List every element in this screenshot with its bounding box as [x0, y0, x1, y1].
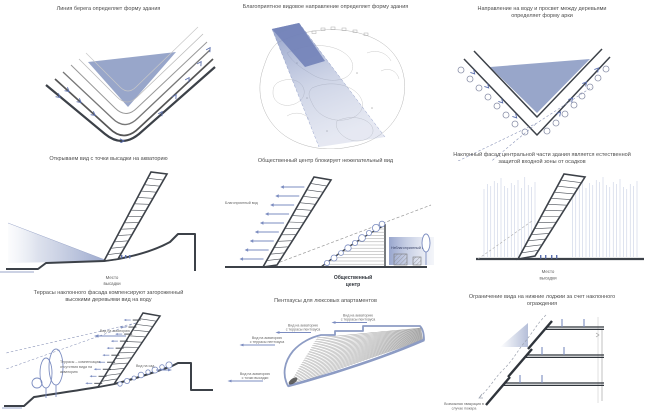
public-centre-diagram: Неблагоприятный вид Благоприятный вид Об… — [225, 176, 434, 288]
evacuation-path — [479, 314, 547, 398]
water-view-label: Вид на акваторию — [100, 329, 130, 333]
existing-building — [393, 254, 408, 266]
people — [540, 254, 558, 259]
landing-label: высадки — [539, 275, 557, 280]
loggias-diagram: Возможная эвакуация в случае пожара — [444, 314, 604, 410]
building-footprint — [88, 52, 176, 108]
tall-trees — [31, 348, 64, 398]
panel-penthouses: Пентхаусы для люксовых апартаментов Вид … — [217, 290, 434, 412]
panel-title: Благоприятное видовое направление опреде… — [242, 4, 409, 10]
reference-tick — [595, 332, 600, 338]
floor-plates — [287, 328, 424, 387]
terrace-note: Террасы – компенсация — [60, 360, 100, 364]
penthouses-diagram: Вид на акваторию с террасы пентхауса Вид… — [227, 314, 425, 388]
landing-label: Место — [106, 275, 119, 280]
panel-public-centre: Общественный центр блокирует нежелательн… — [217, 152, 434, 295]
blocked-sightline — [274, 205, 432, 265]
panel-title: Линия берега определяет форму здания — [56, 6, 161, 12]
panel-rain-protection: Наклонный фасад центральной части здания… — [434, 146, 650, 289]
garden-view-arrowhead — [168, 368, 172, 372]
water-sightlines — [457, 86, 593, 161]
garden-view-label: Вид на сад — [136, 364, 155, 368]
panel-landing-view: Открываем вид с точки высадки на акватор… — [0, 152, 217, 293]
leader-2: Вид на акваторию с террасы пентхауса — [275, 324, 321, 335]
people — [121, 255, 131, 259]
view-origin-wedge — [272, 23, 325, 68]
penthouse-view-label: с террасы пентхауса — [250, 340, 285, 344]
balustrade-posts — [519, 318, 585, 383]
leader-4: Вид на акваторию с точки высадки — [227, 372, 270, 383]
arch-direction-arrows — [470, 67, 600, 119]
terrace-steps — [85, 318, 141, 385]
tower-floors — [521, 179, 582, 254]
terrace-note: акваторию — [60, 370, 78, 374]
panel-title: Общественный центр блокирует нежелательн… — [257, 158, 394, 164]
panel-title: Открываем вид с точки высадки на акватор… — [49, 156, 168, 162]
tree-row — [457, 65, 610, 136]
arch-fill — [490, 58, 590, 113]
entrance-mark — [288, 377, 298, 385]
shore-direction-arrows — [55, 47, 211, 144]
panel-title: Направление на воду и просвет между дере… — [477, 6, 607, 20]
penthouse-view-label: Вид на акваторию — [288, 324, 318, 328]
slope-bushes — [324, 221, 386, 267]
arch-diagram — [457, 48, 611, 161]
terrace-note: отсутствия вида на — [60, 365, 92, 369]
rain-lines — [483, 176, 638, 257]
panel-loggias: Ограничение вида на нижние лоджии за сче… — [434, 288, 650, 412]
panel-arch: Направление на воду и просвет между дере… — [434, 0, 650, 161]
building-footprints — [311, 27, 369, 37]
panel-view-direction: Благоприятное видовое направление опреде… — [217, 0, 434, 150]
tree — [421, 233, 431, 253]
penthouse-view-label: Вид на акваторию — [343, 314, 373, 318]
favorable-view-label: Благоприятный вид — [225, 201, 259, 205]
existing-building — [412, 257, 422, 266]
tower-floors — [101, 318, 157, 382]
terrace-sightlines — [5, 322, 137, 370]
site-plan-diagram — [259, 23, 405, 150]
landing-label: высадки — [103, 281, 121, 286]
garden-bushes — [117, 361, 173, 387]
shelter-sightline — [477, 220, 533, 260]
tower — [96, 312, 162, 388]
panel-title: Террасы наклонного фасада компенсируют з… — [33, 290, 184, 304]
landing-label: Место — [542, 269, 555, 274]
panel-title: Пентхаусы для люксовых апартаментов — [274, 298, 377, 304]
arch-arms — [463, 48, 611, 136]
penthouse-view-label: с террасы пентхауса — [286, 328, 321, 332]
landing-view-label: с точки высадки — [242, 376, 269, 380]
view-cone-edge — [7, 223, 109, 262]
tower-floors — [107, 178, 164, 256]
penthouse-view-label: Вид на акваторию — [252, 336, 282, 340]
panel-title: Ограничение вида на нижние лоджии за сче… — [468, 294, 616, 308]
evacuation-label: случае пожара — [452, 406, 477, 410]
evacuation-arrowhead — [478, 393, 483, 399]
shoreline-diagram — [45, 27, 216, 144]
panel-title: Наклонный фасад центральной части здания… — [453, 152, 631, 166]
sloped-railings — [485, 320, 553, 406]
penthouse-view-label: с террасы пентхауса — [341, 318, 376, 322]
favorable-view-arrows — [239, 185, 305, 262]
water-view-arrowhead — [94, 334, 99, 338]
public-centre-label: центр — [346, 282, 360, 288]
landing-view-label: Вид на акваторию — [240, 372, 270, 376]
public-centre-label: Общественный — [334, 274, 372, 281]
landing-view-diagram: Место высадки — [0, 171, 196, 286]
view-restriction-wedge — [500, 322, 528, 347]
panel-shoreline: Линия берега определяет форму здания — [0, 0, 217, 144]
beam-edges — [271, 23, 386, 148]
ground-section — [6, 233, 196, 272]
shore-contours — [45, 27, 216, 143]
evacuation-label: Возможная эвакуация в — [444, 402, 484, 406]
tower-floors — [266, 183, 328, 262]
leader-1: Вид на акваторию с террасы пентхауса — [331, 314, 376, 325]
panel-terraces: Террасы наклонного фасада компенсируют з… — [0, 286, 217, 412]
base-edge — [287, 339, 425, 388]
rain-protection-diagram: Место высадки — [476, 172, 644, 280]
floor-slabs — [504, 326, 604, 386]
unfavorable-view-label: Неблагоприятный вид — [391, 246, 429, 250]
terraces-diagram: Вид на акваторию Террасы – компенсация о… — [2, 312, 213, 409]
leader-3: Вид на акваторию с террасы пентхауса — [239, 336, 285, 347]
view-cone — [8, 223, 108, 264]
